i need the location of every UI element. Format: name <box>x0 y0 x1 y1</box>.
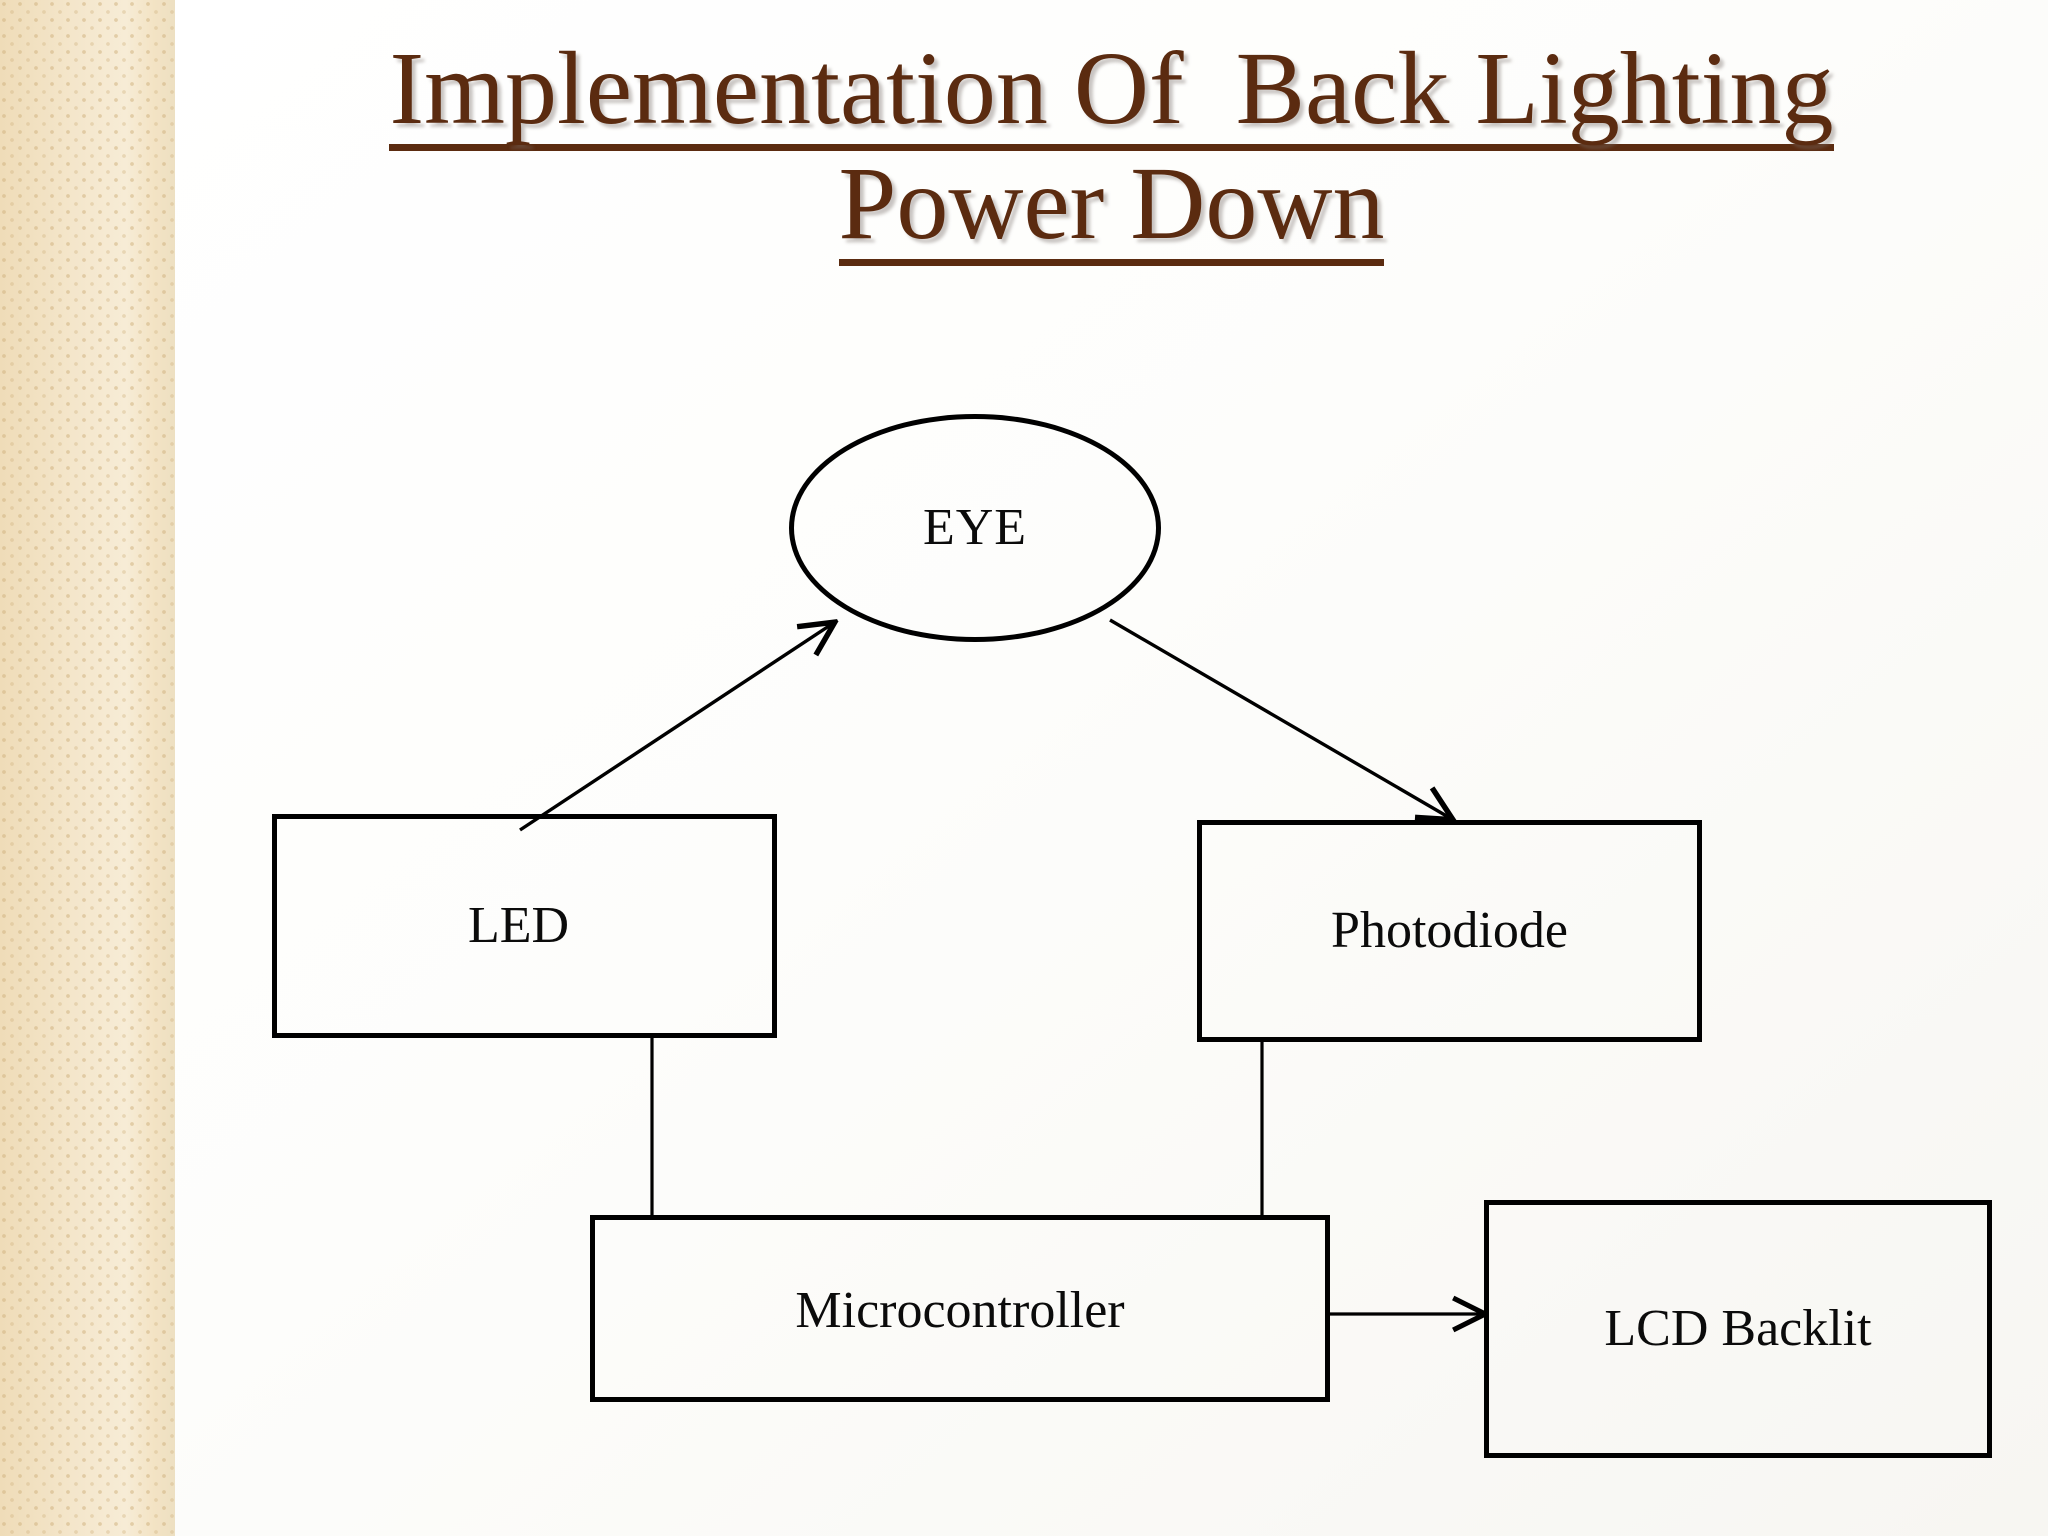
decorative-sidebar-band <box>0 0 175 1536</box>
node-eye-label: EYE <box>922 499 1028 556</box>
node-led-label: LED <box>467 897 570 954</box>
page-title: Implementation Of Back Lighting Power Do… <box>175 35 2048 267</box>
title-line-2: Power Down <box>175 151 2048 267</box>
edge-eye-to-photodiode <box>1109 618 1450 818</box>
node-eye[interactable]: EYE <box>789 414 1161 642</box>
title-line-1-text: Implementation Of Back Lighting <box>389 35 1834 152</box>
node-microcontroller[interactable]: Microcontroller <box>590 1215 1330 1402</box>
node-led[interactable]: LED <box>272 814 777 1038</box>
node-lcd-backlit-label: LCD Backlit <box>1604 1300 1872 1357</box>
node-lcd-backlit[interactable]: LCD Backlit <box>1484 1200 1992 1458</box>
edge-led-to-eye <box>519 624 832 832</box>
node-photodiode-label: Photodiode <box>1331 902 1568 959</box>
slide-background <box>175 0 2048 1536</box>
node-photodiode[interactable]: Photodiode <box>1197 820 1702 1042</box>
title-line-2-text: Power Down <box>838 151 1385 267</box>
title-line-1: Implementation Of Back Lighting <box>175 35 2048 152</box>
node-microcontroller-label: Microcontroller <box>795 1281 1125 1339</box>
